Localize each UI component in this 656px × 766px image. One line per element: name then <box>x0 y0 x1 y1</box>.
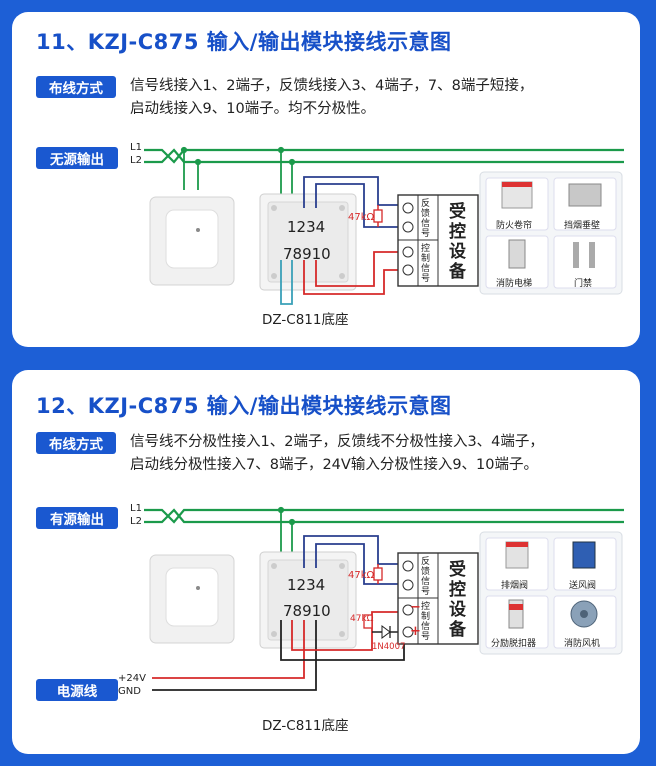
wiring-method-tag: 布线方式 <box>36 76 116 98</box>
resistor-label: 47kΩ <box>348 570 375 581</box>
resistor2-label: 47kΩ <box>350 614 374 624</box>
terminals-1-4: 1234 <box>287 576 326 594</box>
device-panel <box>479 171 623 295</box>
device-label-fire-fan: 消防风机 <box>564 639 601 649</box>
controlled-device-label: 受控设备 <box>449 560 466 640</box>
base-dz-c811 <box>259 193 357 291</box>
section-title: 11、KZJ-C875 输入/输出模块接线示意图 <box>36 30 452 54</box>
wiring-diagram <box>144 146 624 305</box>
base-caption: DZ-C811底座 <box>262 312 349 328</box>
short-wire-7-8 <box>280 260 293 305</box>
plus-sign: + <box>410 624 421 639</box>
diagram-card-11: 11、KZJ-C875 输入/输出模块接线示意图 布线方式 信号线接入1、2端子… <box>12 12 640 347</box>
wiring-desc-line2: 启动线接入9、10端子。均不分极性。 <box>130 101 376 117</box>
feedback-signal-label: 反馈信号 <box>421 557 431 597</box>
io-module <box>149 554 235 644</box>
l1-label: L1 <box>130 142 142 153</box>
control-wires <box>280 611 405 661</box>
section-title: 12、KZJ-C875 输入/输出模块接线示意图 <box>36 394 452 418</box>
resistor-label: 47kΩ <box>348 212 375 223</box>
controlled-device-label: 受控设备 <box>449 202 466 282</box>
resistor-47k <box>373 564 383 584</box>
wiring-diagram <box>144 506 624 691</box>
wiring-desc-line1: 信号线接入1、2端子，反馈线接入3、4端子，7、8端子短接， <box>130 78 534 94</box>
v24-label: +24V <box>118 673 146 684</box>
terminals-7-10: 78910 <box>283 245 331 263</box>
resistor-47k <box>373 205 383 227</box>
base-caption: DZ-C811底座 <box>262 718 349 734</box>
device-label-smoke-exhaust-valve: 排烟阀 <box>501 581 529 591</box>
l2-label: L2 <box>130 516 142 527</box>
io-module <box>149 196 235 286</box>
minus-sign: − <box>410 600 421 615</box>
wiring-desc-line1: 信号线不分极性接入1、2端子，反馈线不分极性接入3、4端子， <box>130 434 544 450</box>
l1-label: L1 <box>130 503 142 514</box>
wiring-method-tag: 布线方式 <box>36 432 116 454</box>
base-dz-c811 <box>259 551 357 649</box>
control-signal-label: 控制信号 <box>421 244 431 284</box>
control-signal-label: 控制信号 <box>421 602 431 642</box>
device-panel <box>479 531 623 655</box>
controlled-device-box <box>397 194 479 287</box>
feedback-signal-label: 反馈信号 <box>421 199 431 239</box>
device-label-shunt-trip: 分励脱扣器 <box>491 639 537 649</box>
terminals-1-4: 1234 <box>287 218 326 236</box>
diagram-card-12: 12、KZJ-C875 输入/输出模块接线示意图 布线方式 信号线不分极性接入1… <box>12 370 640 754</box>
power-line-tag: 电源线 <box>36 679 118 701</box>
wiring-desc-line2: 启动线分极性接入7、8端子，24V输入分极性接入9、10端子。 <box>130 457 538 473</box>
device-label-fire-elevator: 消防电梯 <box>496 279 533 289</box>
power-lines <box>152 620 317 691</box>
diode-label: 1N4007 <box>372 642 406 652</box>
device-label-fire-shutter: 防火卷帘 <box>496 221 533 231</box>
bus-lines <box>144 148 624 164</box>
device-label-air-supply-valve: 送风阀 <box>569 581 597 591</box>
terminals-7-10: 78910 <box>283 602 331 620</box>
l2-label: L2 <box>130 155 142 166</box>
controlled-device-box <box>397 552 479 645</box>
bus-lines <box>144 508 624 524</box>
bus-type-tag: 无源输出 <box>36 147 118 169</box>
bus-type-tag: 有源输出 <box>36 507 118 529</box>
device-label-smoke-curtain: 挡烟垂壁 <box>564 221 601 231</box>
device-label-access-control: 门禁 <box>574 279 593 289</box>
gnd-label: GND <box>118 686 141 697</box>
control-wires <box>303 251 404 295</box>
